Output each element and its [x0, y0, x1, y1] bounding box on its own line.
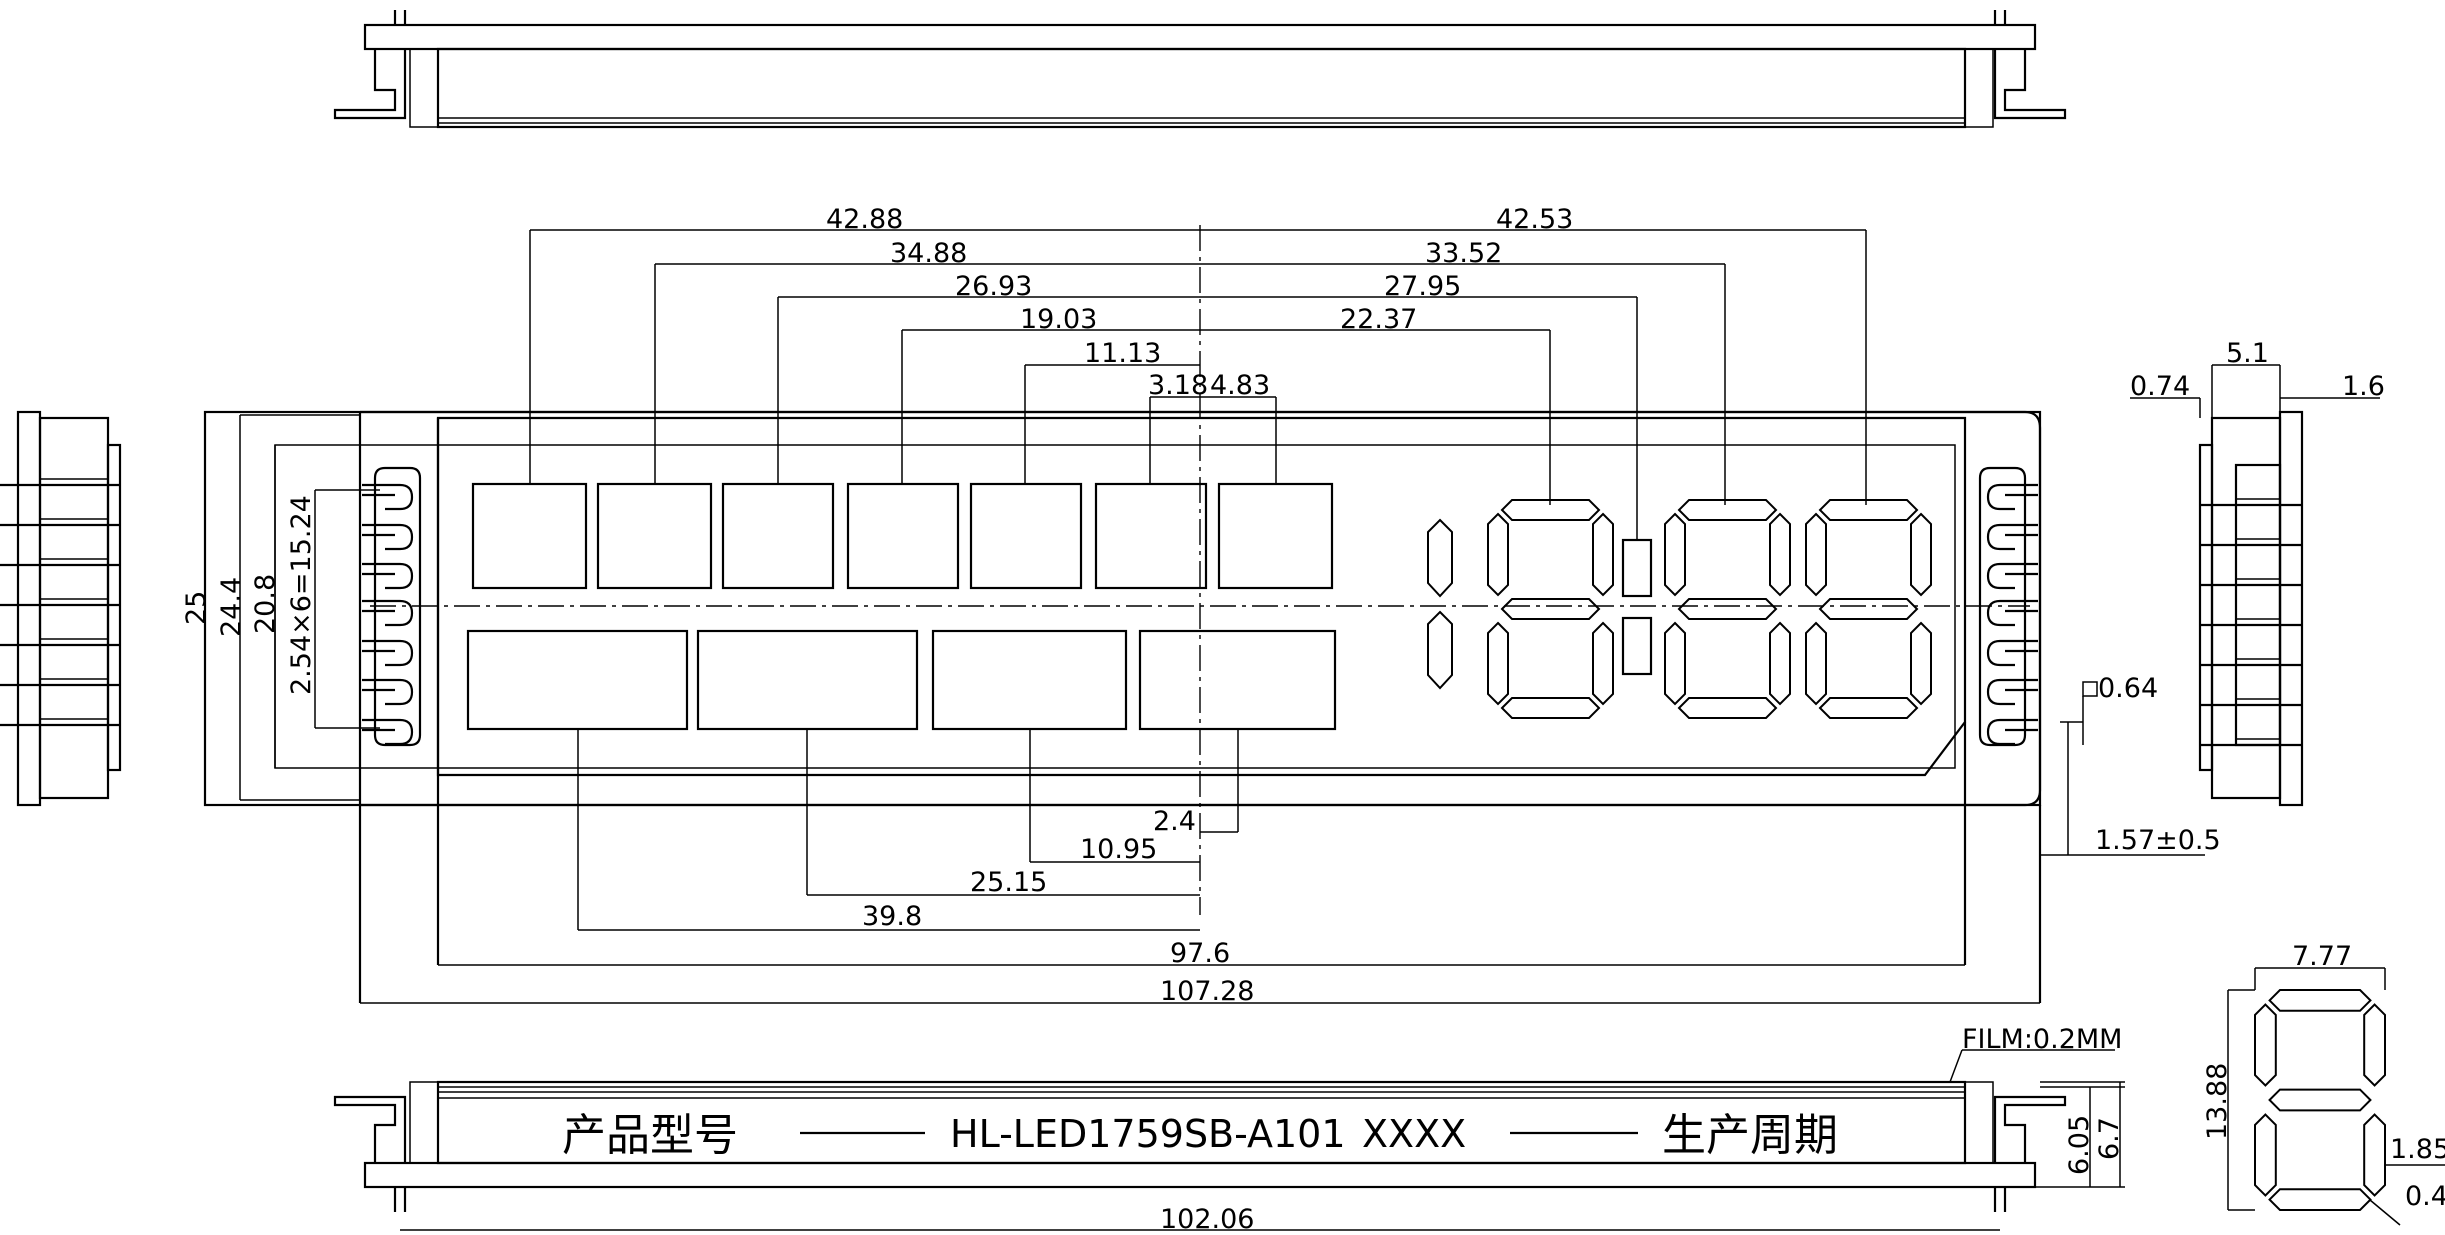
product-model-label: 产品型号 [562, 1110, 738, 1161]
front-view [333, 1049, 2125, 1231]
dim-25-15: 25.15 [970, 867, 1047, 898]
dim-11-13: 11.13 [1084, 338, 1161, 369]
dim-42-53: 42.53 [1496, 204, 1573, 235]
dim-34-88: 34.88 [890, 238, 967, 269]
right-side-view [2130, 364, 2380, 807]
dim-27-95: 27.95 [1384, 271, 1461, 302]
left-pin [362, 678, 414, 706]
dim-3-18: 3.18 [1148, 370, 1208, 401]
lower-bar-segments [466, 629, 1337, 731]
right-pin [1986, 639, 2038, 667]
dim-2-4: 2.4 [1153, 806, 1196, 837]
dim-24-4: 24.4 [216, 577, 247, 637]
dim-7-77: 7.77 [2292, 941, 2352, 972]
dim-6-05: 6.05 [2064, 1115, 2095, 1175]
production-cycle-label: 生产周期 [1662, 1110, 1838, 1161]
top-dimension-lines [529, 229, 1867, 540]
dim-0-4: 0.4 [2405, 1181, 2445, 1212]
dim-26-93: 26.93 [955, 271, 1032, 302]
left-pin [362, 483, 414, 511]
dim-0-64: 0.64 [2098, 673, 2158, 704]
right-pin [1986, 599, 2038, 627]
left-pin [362, 523, 414, 551]
film-thickness-note: FILM:0.2MM [1962, 1024, 2122, 1055]
dim-33-52: 33.52 [1425, 238, 1502, 269]
dim-39-8: 39.8 [862, 901, 922, 932]
left-pin [362, 599, 414, 627]
upper-icon-segments [471, 482, 1334, 590]
dim-25: 25 [181, 591, 212, 625]
top-view [333, 10, 2067, 129]
seven-segment-display [1487, 499, 1932, 719]
left-pin [362, 718, 414, 746]
bottom-dimension-lines [360, 729, 2040, 1004]
digit-2 [1664, 499, 1791, 719]
left-pin-header [362, 466, 422, 747]
dim-22-37: 22.37 [1340, 304, 1417, 335]
digit-detail [2254, 989, 2386, 1211]
model-number: HL-LED1759SB-A101 [950, 1112, 1346, 1156]
dim-107-28: 107.28 [1160, 976, 1254, 1007]
dim-0-74: 0.74 [2130, 371, 2190, 402]
digit-detail-view [2227, 967, 2445, 1226]
dim-4-83: 4.83 [1210, 370, 1270, 401]
right-pin [1986, 483, 2038, 511]
dim-42-88: 42.88 [826, 204, 903, 235]
dim-1-85: 1.85 [2390, 1134, 2445, 1165]
dim-5-1: 5.1 [2226, 338, 2269, 369]
dim-pin-pitch: 2.54×6=15.24 [286, 495, 317, 695]
left-pin [362, 639, 414, 667]
dim-19-03: 19.03 [1020, 304, 1097, 335]
dim-6-7: 6.7 [2094, 1117, 2125, 1160]
right-pin [1986, 718, 2038, 746]
dim-102-06: 102.06 [1160, 1204, 1254, 1235]
right-pin [1986, 523, 2038, 551]
dim-97-6: 97.6 [1170, 938, 1230, 969]
left-pin [362, 562, 414, 590]
right-pin-header [1978, 466, 2038, 747]
code-placeholder: XXXX [1362, 1112, 1466, 1156]
right-pin [1986, 678, 2038, 706]
dim-13-88: 13.88 [2202, 1063, 2233, 1140]
dim-1-6: 1.6 [2342, 371, 2385, 402]
left-dimension-lines [204, 412, 380, 805]
pin-detail-annotation [2040, 681, 2205, 856]
dim-1-57: 1.57±0.5 [2095, 825, 2221, 856]
digit-1 [1487, 499, 1614, 719]
left-side-view [0, 410, 122, 807]
right-pin [1986, 562, 2038, 590]
dim-20-8: 20.8 [250, 574, 281, 634]
dim-10-95: 10.95 [1080, 834, 1157, 865]
digit-3 [1805, 499, 1932, 719]
